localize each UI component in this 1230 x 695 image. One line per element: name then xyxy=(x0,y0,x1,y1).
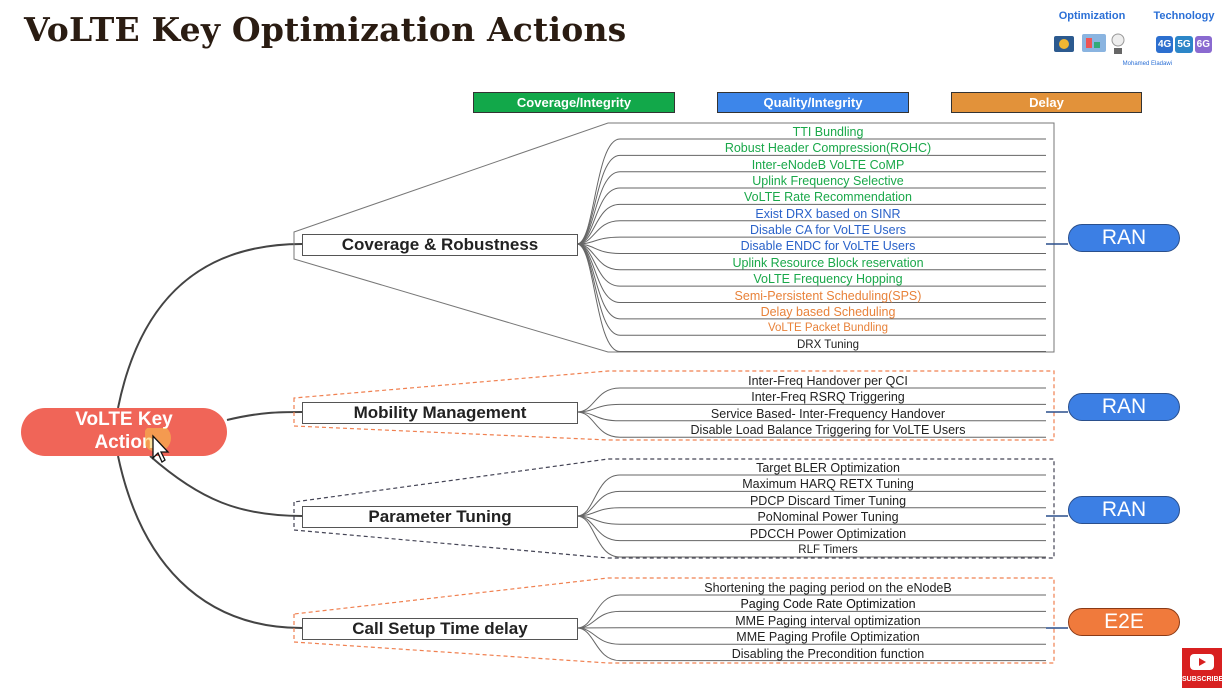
leaf-item[interactable]: Disabling the Precondition function xyxy=(731,646,925,661)
leaf-connector xyxy=(576,507,1046,517)
page-title: VoLTE Key Optimization Actions xyxy=(24,10,627,49)
branch-mobility-management[interactable]: Mobility Management xyxy=(302,402,578,424)
branch-call-setup-time-delay[interactable]: Call Setup Time delay xyxy=(302,618,578,640)
group-frame-coverage xyxy=(293,122,1055,353)
badge-6g: 6G xyxy=(1194,36,1213,53)
scope-pill-ran: RAN xyxy=(1068,393,1180,421)
leaf-item[interactable]: RLF Timers xyxy=(798,544,858,556)
root-line-2: Action xyxy=(94,432,154,453)
leaf-item[interactable]: VoLTE Packet Bundling xyxy=(768,322,888,335)
subscribe-badge[interactable]: SUBSCRIBE xyxy=(1182,648,1224,688)
logo-technology: Technology 4G 5G 6G xyxy=(1144,10,1224,70)
leaf-connector xyxy=(576,515,1046,558)
group-frame xyxy=(293,458,1055,559)
scope-pill-ran: RAN xyxy=(1068,224,1180,252)
group-frame xyxy=(293,370,1055,441)
leaf-item[interactable]: Disable Load Balance Triggering for VoLT… xyxy=(690,423,966,438)
leaf-connector xyxy=(576,138,1046,245)
leaf-item[interactable]: Robust Header Compression(ROHC) xyxy=(724,141,932,156)
root-line-1: VoLTE Key xyxy=(75,409,173,430)
leaf-item[interactable]: Inter-Freq RSRQ Triggering xyxy=(751,390,905,405)
leaf-item[interactable]: MME Paging interval optimization xyxy=(735,613,921,628)
leaf-connector xyxy=(576,171,1046,245)
leaf-item[interactable]: Paging Code Rate Optimization xyxy=(740,597,916,612)
leaf-item[interactable]: PoNominal Power Tuning xyxy=(757,510,899,525)
subscribe-label: SUBSCRIBE xyxy=(1182,676,1224,683)
play-icon xyxy=(1190,654,1214,670)
leaf-item[interactable]: Service Based- Inter-Frequency Handover xyxy=(710,406,946,421)
leaf-connector xyxy=(576,594,1046,629)
legend-quality-integrity: Quality/Integrity xyxy=(717,92,909,113)
root-connector xyxy=(117,455,303,629)
leaf-item[interactable]: Inter-eNodeB VoLTE CoMP xyxy=(751,157,905,172)
leaf-item[interactable]: Semi-Persistent Scheduling(SPS) xyxy=(734,288,922,303)
generation-badges: 4G 5G 6G xyxy=(1144,36,1224,53)
badge-4g: 4G xyxy=(1155,36,1174,53)
leaf-item[interactable]: Maximum HARQ RETX Tuning xyxy=(742,477,914,492)
logo-technology-label: Technology xyxy=(1153,10,1215,22)
logo-author: Mohamed Eladawi xyxy=(1122,61,1172,67)
leaf-connector xyxy=(576,403,1046,413)
leaf-item[interactable]: Inter-Freq Handover per QCI xyxy=(748,374,908,388)
leaf-item[interactable]: VoLTE Frequency Hopping xyxy=(753,272,903,287)
root-connector xyxy=(226,411,303,421)
leaf-connector xyxy=(576,474,1046,517)
leaf-item[interactable]: Delay based Scheduling xyxy=(760,304,896,319)
leaf-item[interactable]: PDCCH Power Optimization xyxy=(749,526,907,541)
scope-pill-e2e: E2E xyxy=(1068,608,1180,636)
leaf-item[interactable]: PDCP Discard Timer Tuning xyxy=(749,493,907,508)
leaf-item[interactable]: Exist DRX based on SINR xyxy=(755,206,901,221)
branch-parameter-tuning[interactable]: Parameter Tuning xyxy=(302,506,578,528)
logo-optimization-label: Optimization xyxy=(1058,10,1126,22)
leaf-item[interactable]: Uplink Resource Block reservation xyxy=(732,255,924,270)
leaf-connector xyxy=(576,236,1046,245)
leaf-item[interactable]: Disable ENDC for VoLTE Users xyxy=(740,239,916,254)
leaf-item[interactable]: TTI Bundling xyxy=(792,125,864,139)
leaf-item[interactable]: Target BLER Optimization xyxy=(756,461,900,475)
leaf-connector xyxy=(576,627,1046,662)
group-frame xyxy=(293,577,1055,664)
root-node-volte-key-action[interactable]: VoLTE Key Action xyxy=(21,408,227,456)
optimization-icon xyxy=(1054,33,1125,54)
leaf-item[interactable]: DRX Tuning xyxy=(796,338,859,351)
leaf-item[interactable]: Uplink Frequency Selective xyxy=(752,174,904,189)
leaf-item[interactable]: Shortening the paging period on the eNod… xyxy=(704,581,952,595)
leaf-connector xyxy=(576,411,1046,438)
scope-pill-ran: RAN xyxy=(1068,496,1180,524)
leaf-connector xyxy=(576,243,1046,271)
branch-coverage-robustness[interactable]: Coverage & Robustness xyxy=(302,234,578,256)
leaf-item[interactable]: Disable CA for VoLTE Users xyxy=(749,223,907,238)
leaf-connector xyxy=(576,243,1046,353)
root-connector xyxy=(117,243,303,409)
leaf-connector xyxy=(576,187,1046,245)
leaf-item[interactable]: MME Paging Profile Optimization xyxy=(736,630,920,645)
legend-delay: Delay xyxy=(951,92,1142,113)
leaf-connector xyxy=(576,515,1046,542)
legend-coverage-integrity: Coverage/Integrity xyxy=(473,92,675,113)
logo-optimization: Optimization Mohamed Eladawi xyxy=(1052,10,1172,70)
leaf-connector xyxy=(576,203,1046,245)
mouse-cursor-icon xyxy=(145,428,171,463)
leaf-connector xyxy=(576,154,1046,245)
leaf-connector xyxy=(576,610,1046,629)
leaf-item[interactable]: VoLTE Rate Recommendation xyxy=(744,190,912,205)
badge-5g: 5G xyxy=(1175,36,1193,53)
root-connector xyxy=(149,455,303,517)
